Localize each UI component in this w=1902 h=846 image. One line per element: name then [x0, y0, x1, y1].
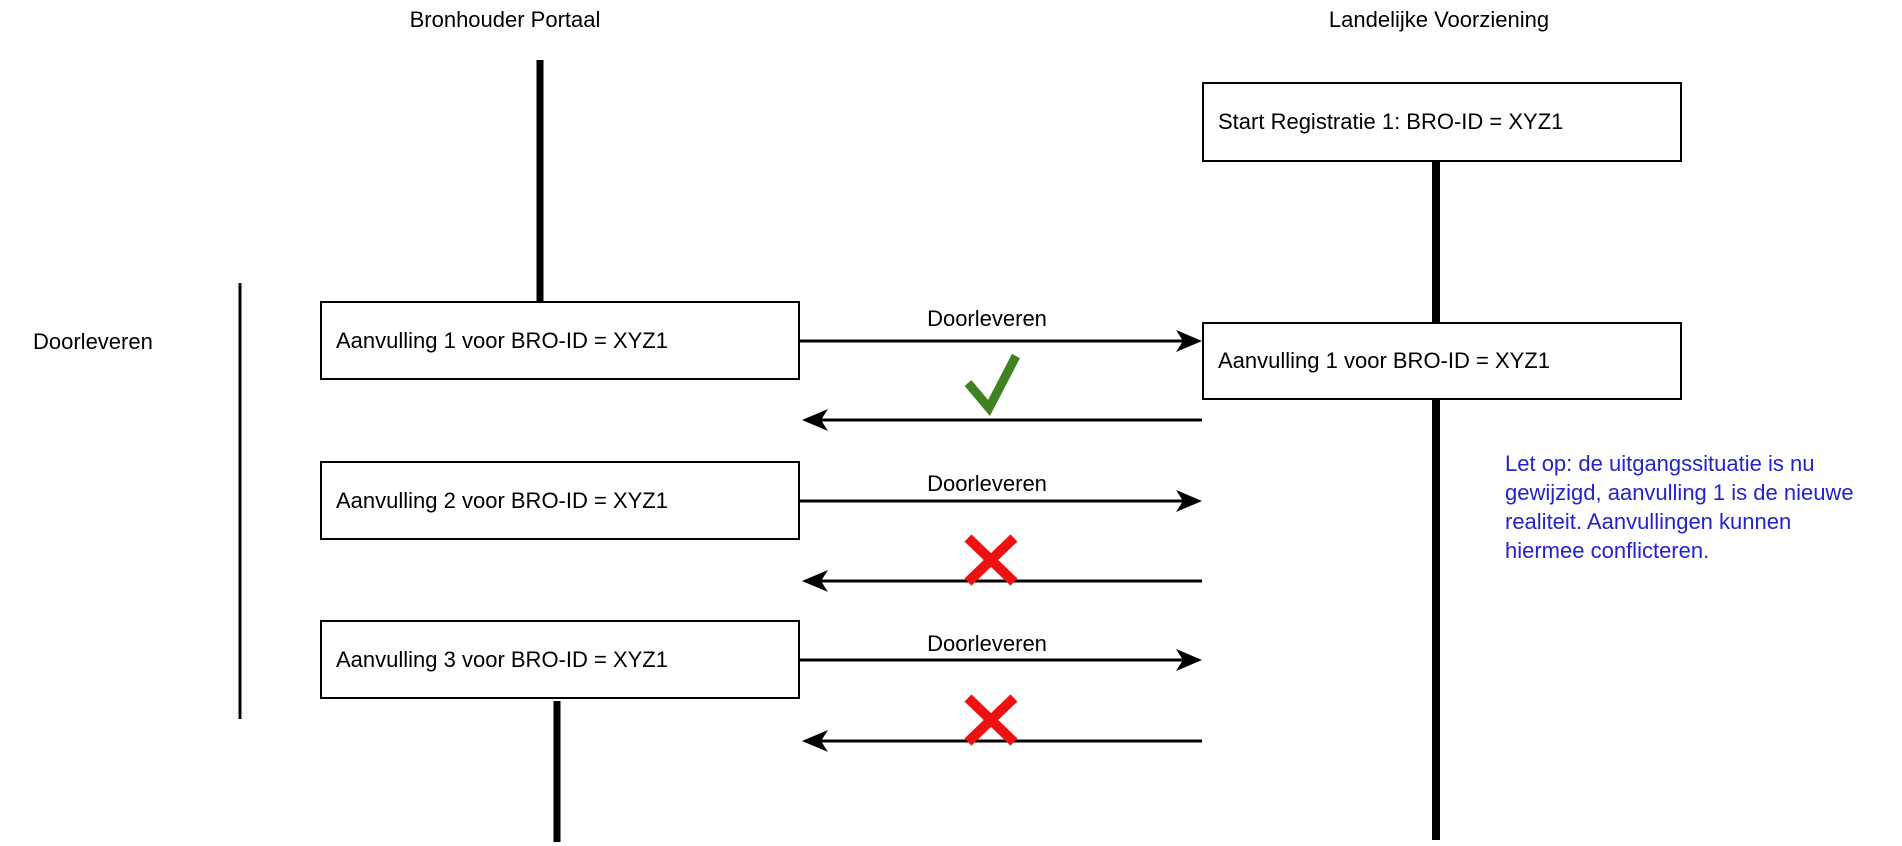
message-label-doorleveren-1: Doorleveren: [927, 306, 1047, 331]
box-aanvulling-1-right-label: Aanvulling 1 voor BRO-ID = XYZ1: [1218, 348, 1550, 373]
return-arrow-3-head: [802, 730, 828, 752]
x-icon: [964, 534, 1018, 586]
box-aanvulling-2-left: Aanvulling 2 voor BRO-ID = XYZ1: [320, 461, 800, 540]
check-icon: [964, 353, 1020, 417]
request-arrow-3-head: [1176, 649, 1202, 671]
box-aanvulling-3-left-label: Aanvulling 3 voor BRO-ID = XYZ1: [336, 646, 668, 672]
lifeline-title-bronhouder-portaal: Bronhouder Portaal: [409, 7, 601, 32]
box-aanvulling-2-left-label: Aanvulling 2 voor BRO-ID = XYZ1: [336, 487, 668, 513]
note-line-1: Let op: de uitgangssituatie is nu: [1505, 451, 1815, 476]
note-line-4: hiermee conflicteren.: [1505, 538, 1710, 563]
return-arrow-2-head: [802, 570, 828, 592]
message-label-doorleveren-3: Doorleveren: [927, 631, 1047, 656]
note-let-op: Let op: de uitgangssituatie is nu gewijz…: [1505, 449, 1902, 565]
x-icon: [964, 694, 1018, 746]
return-arrow-1-head: [802, 409, 828, 431]
box-aanvulling-1-left-label: Aanvulling 1 voor BRO-ID = XYZ1: [336, 327, 668, 353]
group-label-doorleveren: Doorleveren: [33, 329, 153, 354]
note-line-3: realiteit. Aanvullingen kunnen: [1505, 509, 1792, 534]
box-aanvulling-1-left: Aanvulling 1 voor BRO-ID = XYZ1: [320, 301, 800, 380]
message-label-doorleveren-2: Doorleveren: [927, 471, 1047, 496]
request-arrow-2-head: [1176, 490, 1202, 512]
box-start-registratie-label: Start Registratie 1: BRO-ID = XYZ1: [1218, 109, 1564, 134]
lifeline-title-landelijke-voorziening: Landelijke Voorziening: [1328, 7, 1550, 32]
note-line-2: gewijzigd, aanvulling 1 is de nieuwe: [1505, 480, 1854, 505]
box-aanvulling-3-left: Aanvulling 3 voor BRO-ID = XYZ1: [320, 620, 800, 699]
request-arrow-1-head: [1176, 330, 1202, 352]
box-aanvulling-1-right: Aanvulling 1 voor BRO-ID = XYZ1: [1202, 322, 1682, 400]
box-start-registratie: Start Registratie 1: BRO-ID = XYZ1: [1202, 82, 1682, 162]
